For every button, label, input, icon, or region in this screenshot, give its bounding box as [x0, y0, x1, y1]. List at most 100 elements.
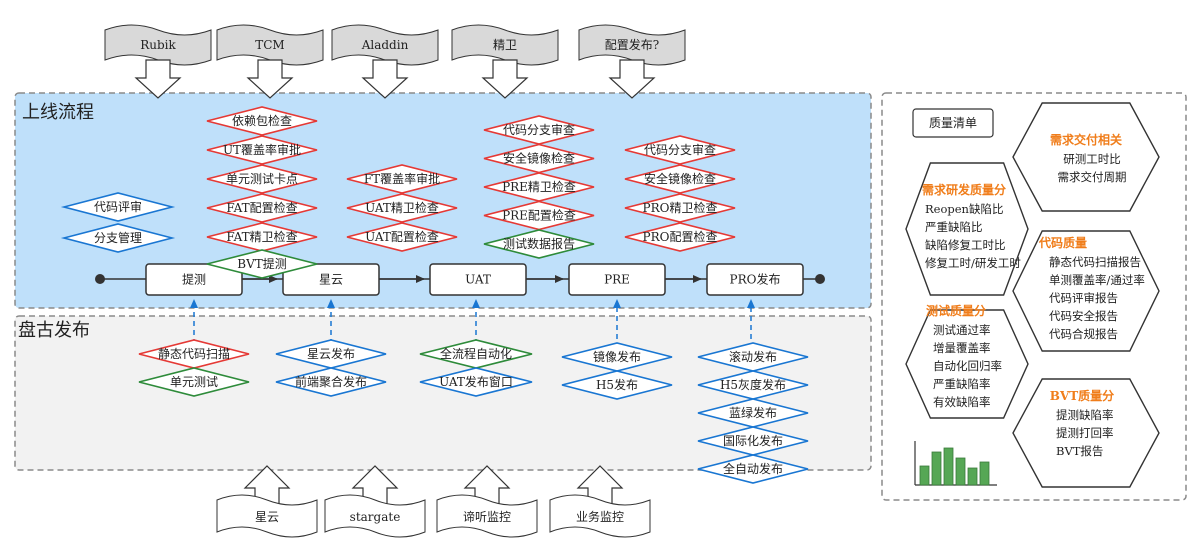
- check-diamond: 测试数据报告: [483, 229, 595, 259]
- tool-name: 星云: [255, 510, 279, 524]
- quality-title: 质量清单: [929, 116, 977, 130]
- check-label: 蓝绿发布: [729, 405, 777, 420]
- check-diamond: 滚动发布: [697, 342, 809, 372]
- check-label: PRE配置检查: [502, 208, 576, 223]
- diamond-shape: [60, 223, 176, 253]
- tool-name: Rubik: [140, 38, 176, 52]
- pangu-title: 盘古发布: [18, 320, 90, 341]
- quality-item: 测试通过率: [933, 323, 991, 337]
- diamond-shape: [206, 106, 318, 136]
- diamond-shape: [483, 143, 595, 174]
- up-arrow-icon: [243, 465, 291, 507]
- diamond-shape: [346, 164, 458, 194]
- diamond-shape: [624, 222, 736, 252]
- diamond-shape: [419, 367, 533, 397]
- diamond-shape: [624, 164, 736, 194]
- quality-item: 严重缺陷率: [933, 377, 991, 391]
- diamond-shape: [275, 367, 387, 397]
- quality-item: 代码合规报告: [1049, 327, 1118, 341]
- check-label: 代码分支审查: [503, 122, 575, 137]
- check-diamond: 星云发布: [275, 339, 387, 369]
- diamond-shape: [697, 398, 809, 428]
- quality-item: 严重缺陷比: [925, 220, 983, 234]
- check-label: FAT精卫检查: [226, 229, 297, 244]
- hexagon-shape: [905, 162, 1029, 296]
- check-diamond: PRO配置检查: [624, 222, 736, 252]
- diamond-shape: [697, 426, 809, 456]
- stage-rect: [706, 263, 804, 296]
- diamond-shape: [60, 192, 176, 222]
- check-diamond: H5灰度发布: [697, 370, 809, 400]
- quality-item: 需求交付周期: [1058, 170, 1127, 184]
- check-diamond: FAT精卫检查: [206, 222, 318, 252]
- check-label: 依赖包检查: [232, 113, 292, 128]
- pipeline-end-dot: [815, 274, 825, 284]
- diamond-shape: [561, 342, 673, 372]
- quality-item: BVT报告: [1056, 444, 1103, 458]
- tool-name: 精卫: [493, 38, 517, 52]
- up-arrow-icon: [576, 465, 624, 507]
- tool-banner-top: Aladdin: [331, 24, 439, 99]
- stage-box: 星云: [282, 263, 380, 296]
- check-label: 代码评审: [94, 199, 142, 214]
- diamond-shape: [346, 222, 458, 252]
- quality-item: 代码安全报告: [1049, 309, 1118, 323]
- check-label: 前端聚合发布: [295, 374, 367, 389]
- tool-banner-top: 配置发布?: [578, 24, 686, 99]
- diamond-shape: [483, 229, 595, 259]
- check-label: H5发布: [596, 377, 638, 392]
- check-diamond: 前端聚合发布: [275, 367, 387, 397]
- chart-bar: [943, 447, 954, 486]
- banner-shape: [104, 24, 212, 66]
- check-label: 单元测试卡点: [226, 171, 298, 186]
- banner-shape: [216, 494, 318, 538]
- diamond-shape: [206, 193, 318, 223]
- check-label: PRE精卫检查: [502, 179, 576, 194]
- stage-label: PRE: [604, 273, 630, 287]
- check-label: 国际化发布: [723, 433, 783, 448]
- quality-item: Reopen缺陷比: [925, 202, 1003, 216]
- quality-item: 静态代码扫描报告: [1049, 255, 1141, 269]
- check-diamond: 蓝绿发布: [697, 398, 809, 428]
- stage-label: 星云: [319, 273, 343, 287]
- chart-bar: [919, 465, 930, 486]
- check-diamond: 代码分支审查: [624, 135, 736, 165]
- tool-banner-top: TCM: [216, 24, 324, 99]
- check-label: 分支管理: [94, 230, 142, 245]
- check-label: 代码分支审查: [644, 142, 716, 157]
- check-label: PRO精卫检查: [643, 200, 718, 215]
- tool-banner-top: Rubik: [104, 24, 212, 99]
- check-diamond: FAT配置检查: [206, 193, 318, 223]
- quality-item: 提测缺陷率: [1056, 408, 1114, 422]
- banner-shape: [324, 494, 426, 538]
- check-label: 测试数据报告: [503, 236, 575, 251]
- diamond-shape: [206, 222, 318, 252]
- quality-group-title: 需求研发质量分: [922, 182, 1006, 197]
- diamond-shape: [275, 339, 387, 369]
- check-diamond: H5发布: [561, 370, 673, 400]
- quality-item: 提测打回率: [1056, 426, 1114, 440]
- down-arrow-icon: [608, 59, 656, 99]
- check-diamond: FT覆盖率审批: [346, 164, 458, 194]
- check-label: 安全镜像检查: [644, 171, 716, 186]
- quality-group-title: 需求交付相关: [1050, 132, 1122, 147]
- banner-shape: [549, 494, 651, 538]
- release-flow-title: 上线流程: [22, 102, 94, 123]
- stage-box: PRO发布: [706, 263, 804, 296]
- check-diamond: PRE配置检查: [483, 200, 595, 231]
- quality-item: 单测覆盖率/通过率: [1049, 273, 1145, 287]
- diamond-shape: [206, 249, 318, 279]
- diamond-shape: [624, 135, 736, 165]
- check-diamond: 代码评审: [60, 192, 176, 222]
- diamond-shape: [624, 193, 736, 223]
- up-arrow-icon: [463, 465, 511, 507]
- diamond-shape: [483, 115, 595, 145]
- check-diamond: 分支管理: [60, 223, 176, 253]
- quality-item: 研测工时比: [1063, 152, 1121, 166]
